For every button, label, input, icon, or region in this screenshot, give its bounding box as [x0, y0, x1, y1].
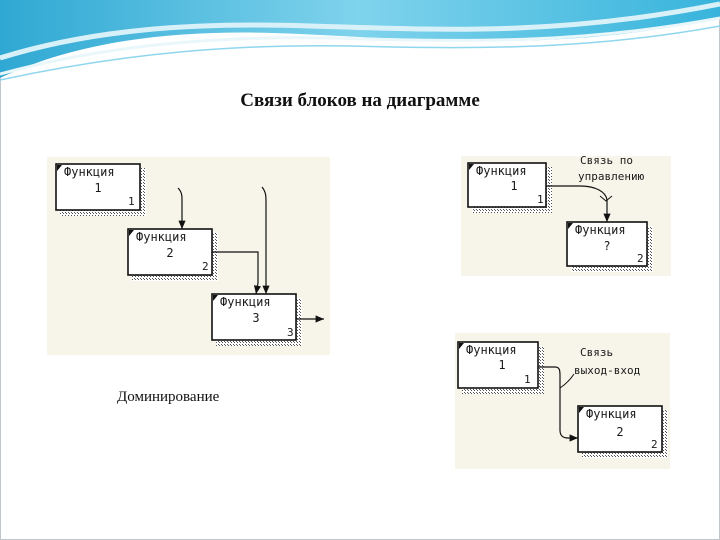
block-node: 1: [128, 195, 135, 208]
block-name: Функция: [575, 223, 626, 237]
block-number: 1: [498, 358, 505, 372]
block-node: 1: [524, 373, 531, 386]
block-number: 3: [252, 311, 259, 325]
function-block-1: Функция 1 1: [468, 163, 552, 213]
block-number: ?: [603, 239, 610, 253]
block-name: Функция: [64, 165, 115, 179]
function-block-2: Функция ? 2: [567, 222, 653, 272]
link-label-line-1: Связь по: [580, 154, 633, 167]
block-name: Функция: [466, 343, 517, 357]
function-block-2: Функция 2 2: [128, 229, 218, 281]
control-arrow-to-block-2: [178, 188, 182, 229]
output-arrow-block-2-to-3: [212, 252, 258, 294]
function-block-1: Функция 1 1: [458, 342, 544, 394]
block-number: 2: [166, 246, 173, 260]
label-squiggle-icon: [560, 374, 574, 388]
function-block-2: Функция 2 2: [578, 406, 668, 458]
block-node: 2: [202, 260, 209, 273]
output-input-link-diagram: Функция 1 1 Функция 2 2 Связь выход-вход: [458, 342, 668, 458]
block-number: 1: [510, 179, 517, 193]
block-name: Функция: [476, 164, 527, 178]
block-node: 1: [537, 193, 544, 206]
control-arrow: [546, 186, 607, 222]
link-label-line-2: управлению: [578, 170, 645, 183]
block-node: 3: [287, 326, 294, 339]
control-link-diagram: Функция 1 1 Функция ? 2 Связь по управле…: [468, 154, 653, 272]
link-label-line-2: выход-вход: [574, 364, 641, 377]
block-node: 2: [637, 252, 644, 265]
control-arrow-to-block-3: [262, 187, 266, 294]
block-name: Функция: [220, 295, 271, 309]
block-name: Функция: [586, 407, 637, 421]
dominance-caption: Доминирование: [117, 389, 219, 406]
block-node: 2: [651, 438, 658, 451]
block-number: 1: [94, 181, 101, 195]
dominance-diagram: Функция 1 1 Функция 2 2 Функция 3 3: [56, 164, 324, 346]
function-block-1: Функция 1 1: [56, 164, 146, 216]
function-block-3: Функция 3 3: [212, 294, 302, 346]
block-name: Функция: [136, 230, 187, 244]
block-number: 2: [616, 425, 623, 439]
link-label-line-1: Связь: [580, 346, 613, 359]
